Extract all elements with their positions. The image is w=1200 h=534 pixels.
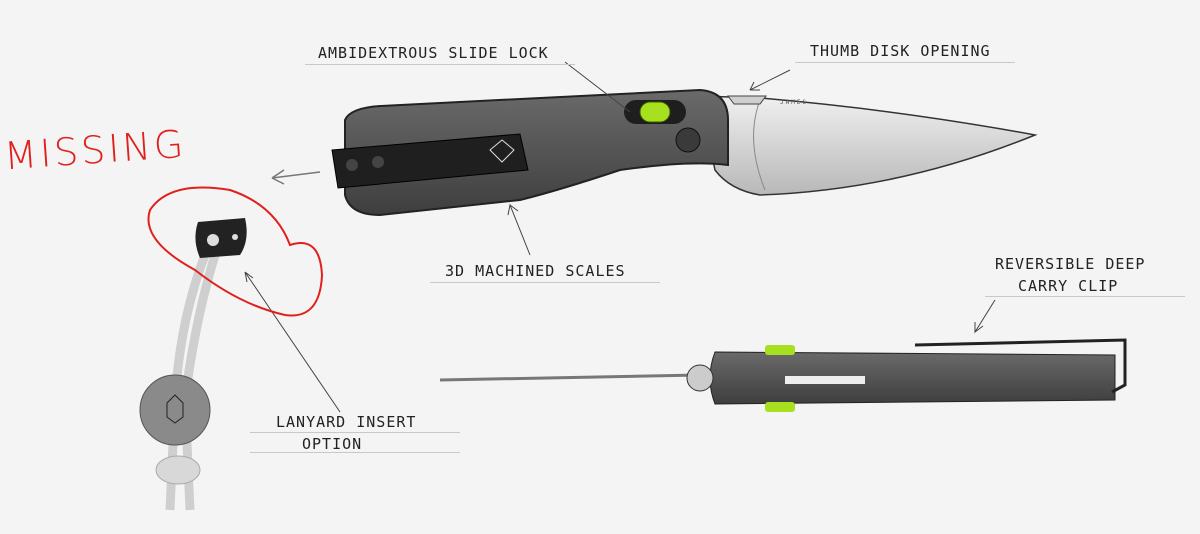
underline: [985, 296, 1185, 297]
label-lanyard-line1: LANYARD INSERT: [276, 413, 417, 431]
underline: [250, 432, 460, 433]
underline: [305, 64, 575, 65]
label-thumb-disk: THUMB DISK OPENING: [810, 42, 991, 60]
label-clip-line1: REVERSIBLE DEEP: [995, 255, 1146, 273]
lanyard-bead: [139, 374, 211, 446]
blade-mark: JAMES: [780, 99, 808, 106]
deep-carry-clip: [914, 338, 1127, 394]
underline: [250, 452, 460, 453]
blade: [699, 95, 1038, 196]
label-scales: 3D MACHINED SCALES: [445, 262, 626, 280]
underline: [430, 282, 660, 283]
pocket-clip: [331, 133, 529, 189]
closed-blade-edge: [439, 373, 701, 382]
underline: [795, 62, 1015, 63]
label-slide-lock: AMBIDEXTROUS SLIDE LOCK: [318, 44, 549, 62]
red-circle-annotation: [147, 186, 324, 317]
closed-handle: [709, 351, 1116, 405]
lanyard-insert: [195, 218, 247, 258]
thumb-disk: [727, 95, 767, 105]
label-lanyard-line2: OPTION: [302, 435, 363, 453]
label-clip-line2: CARRY CLIP: [1018, 277, 1119, 295]
